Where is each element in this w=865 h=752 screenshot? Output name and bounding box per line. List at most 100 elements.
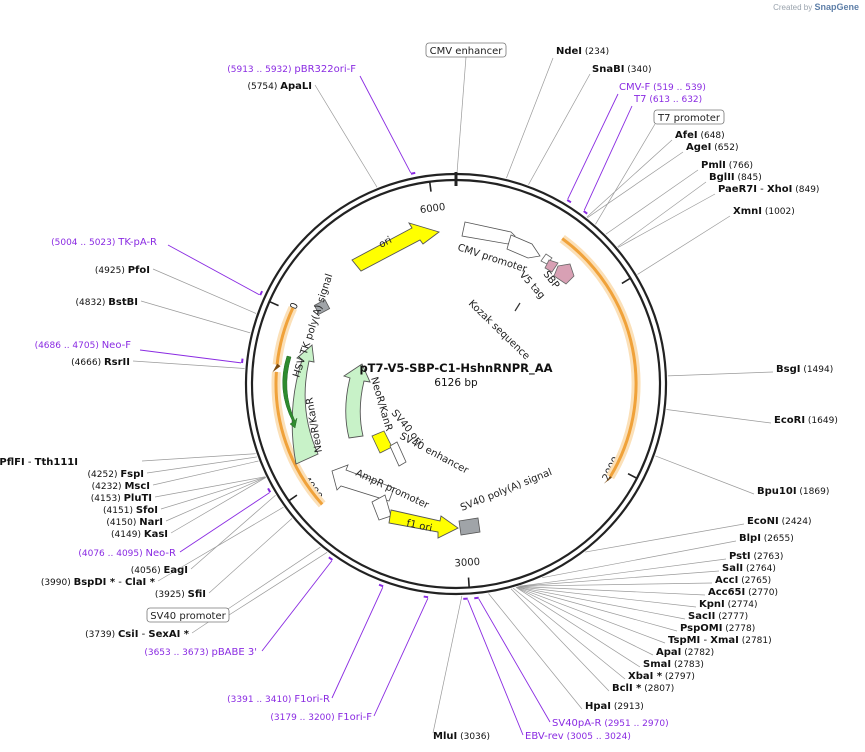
primer-mark[interactable] <box>423 595 429 599</box>
site-kasi[interactable]: (4149) KasI <box>111 529 168 540</box>
site-pfoi[interactable]: (4925) PfoI <box>95 265 150 276</box>
site-sacii[interactable]: SacII (2777) <box>688 611 748 622</box>
t7-promoter-box[interactable]: T7 promoter <box>653 109 725 125</box>
primer-sv40par[interactable]: SV40pA-R (2951 .. 2970) <box>552 718 669 729</box>
primer-range: (4076 .. 4095) <box>78 549 145 559</box>
site-snabi[interactable]: SnaBI (340) <box>592 64 651 75</box>
site-afei[interactable]: AfeI (648) <box>675 130 725 141</box>
site-csii[interactable]: (3739) CsiI - SexAI * <box>85 629 190 640</box>
site-econi[interactable]: EcoNI (2424) <box>747 516 812 527</box>
site-tspmi[interactable]: TspMI - XmaI (2781) <box>668 635 772 646</box>
site-name: BclI * <box>612 683 642 694</box>
ori-feature[interactable] <box>351 222 440 272</box>
neor-kanr-inner-feature[interactable] <box>342 363 371 439</box>
sv40-enhancer-feature[interactable] <box>389 441 407 467</box>
site-pluti[interactable]: (4153) PluTI <box>91 493 152 504</box>
site-sfii[interactable]: (3925) SfiI <box>155 589 206 600</box>
arc-neor[interactable] <box>274 371 324 506</box>
primer-range: (613 .. 632) <box>646 95 702 105</box>
site-position: (2770) <box>745 588 778 598</box>
site-position: (3739) <box>85 630 118 640</box>
primer-neof[interactable]: (4686 .. 4705) Neo-F <box>35 340 132 351</box>
site-blpi[interactable]: BlpI (2655) <box>739 533 794 544</box>
primer-pbabe3[interactable]: (3653 .. 3673) pBABE 3' <box>144 647 257 658</box>
primer-mark[interactable] <box>328 556 334 561</box>
site-bstbi[interactable]: (4832) BstBI <box>76 297 139 308</box>
ampr-promoter-feature[interactable] <box>331 464 395 502</box>
site-bglii[interactable]: BglII (845) <box>709 172 762 183</box>
site-ecori[interactable]: EcoRI (1649) <box>774 415 838 426</box>
site-pmli[interactable]: PmlI (766) <box>701 160 753 171</box>
sv40-ori-feature[interactable] <box>371 430 393 454</box>
site-xmni[interactable]: XmnI (1002) <box>733 206 795 217</box>
primer-tkpar[interactable]: (5004 .. 5023) TK-pA-R <box>51 237 157 248</box>
neor-kanr-orf[interactable] <box>282 355 298 429</box>
site-nari[interactable]: (4150) NarI <box>106 517 163 528</box>
site-psti[interactable]: PstI (2763) <box>729 551 783 562</box>
site-apai[interactable]: ApaI (2782) <box>656 647 714 658</box>
site-position: (3990) <box>41 578 74 588</box>
site-connector <box>617 181 707 248</box>
site-connector <box>165 477 266 522</box>
primer-name: CMV-F <box>619 82 650 93</box>
site-name: PfoI <box>128 265 150 276</box>
site-separator: - <box>757 184 767 195</box>
site-ndei[interactable]: NdeI (234) <box>556 46 609 57</box>
site-agei[interactable]: AgeI (652) <box>686 142 738 153</box>
v5-tag-feature[interactable] <box>540 253 559 273</box>
primer-mark[interactable] <box>259 290 264 296</box>
site-name-2: SexAI * <box>148 629 189 640</box>
site-fspi[interactable]: (4252) FspI <box>88 469 144 480</box>
primer-mark[interactable] <box>410 171 416 175</box>
site-pflfi[interactable]: (4268) PflFI - Tth111I <box>0 457 78 468</box>
primer-t7[interactable]: T7 (613 .. 632) <box>633 94 702 105</box>
cmv-enhancer-box[interactable]: CMV enhancer <box>425 42 507 58</box>
primer-neor[interactable]: (4076 .. 4095) Neo-R <box>78 548 176 559</box>
site-sali[interactable]: SalI (2764) <box>722 563 776 574</box>
site-bspdi[interactable]: (3990) BspDI * - ClaI * <box>41 577 156 588</box>
primer-mark[interactable] <box>267 487 272 493</box>
kozak-label: Kozak sequence <box>466 298 532 362</box>
site-bcli[interactable]: BclI * (2807) <box>612 683 674 694</box>
site-apali[interactable]: (5754) ApaLI <box>247 81 312 92</box>
sv40-enhancer-label: SV40 enhancer <box>398 431 471 477</box>
site-acci[interactable]: AccI (2765) <box>715 575 771 586</box>
site-kpni[interactable]: KpnI (2774) <box>699 599 758 610</box>
cmv-promoter-feature[interactable] <box>461 221 541 259</box>
primer-ebvrev[interactable]: EBV-rev (3005 .. 3024) <box>525 731 631 742</box>
sbp-feature[interactable] <box>553 263 575 285</box>
site-position: (2913) <box>611 702 644 712</box>
site-smai[interactable]: SmaI (2783) <box>643 659 704 670</box>
sv40-promoter-label: SV40 promoter <box>150 611 226 622</box>
sv40-polya-feature[interactable] <box>458 517 481 536</box>
site-mlui[interactable]: MluI (3036) <box>433 731 490 742</box>
site-rsrii[interactable]: (4666) RsrII <box>71 357 130 368</box>
site-acc65i[interactable]: Acc65I (2770) <box>708 587 778 598</box>
site-bsgi[interactable]: BsgI (1494) <box>776 364 833 375</box>
arc-hsv[interactable] <box>275 307 295 365</box>
site-pspomi[interactable]: PspOMI (2778) <box>680 623 755 634</box>
site-paer7i[interactable]: PaeR7I - XhoI (849) <box>718 184 819 195</box>
primer-cmvf[interactable]: CMV-F (519 .. 539) <box>619 82 706 93</box>
site-msci[interactable]: (4232) MscI <box>92 481 150 492</box>
site-bpu10i[interactable]: Bpu10I (1869) <box>757 486 829 497</box>
primer-pbr322orif[interactable]: (5913 .. 5932) pBR322ori-F <box>227 64 356 75</box>
site-xbai[interactable]: XbaI * (2797) <box>628 671 695 682</box>
site-hpai[interactable]: HpaI (2913) <box>585 701 644 712</box>
primer-mark[interactable] <box>566 199 572 204</box>
site-separator: - <box>138 629 148 640</box>
site-eagi[interactable]: (4056) EagI <box>131 565 188 576</box>
f1-ori-feature[interactable] <box>388 509 459 539</box>
site-sfoi[interactable]: (4151) SfoI <box>103 505 158 516</box>
arc-insert[interactable] <box>561 237 638 478</box>
primer-f1orif[interactable]: (3179 .. 3200) F1ori-F <box>270 712 372 723</box>
primer-name: EBV-rev <box>525 731 564 742</box>
site-position: (2655) <box>761 534 794 544</box>
site-name: SfiI <box>188 589 206 600</box>
primer-f1orir[interactable]: (3391 .. 3410) F1ori-R <box>227 694 330 705</box>
primer-mark[interactable] <box>583 210 588 215</box>
hsv-tk-polya-feature[interactable] <box>313 299 331 315</box>
primer-mark[interactable] <box>378 583 384 588</box>
sv40-promoter-box[interactable]: SV40 promoter <box>146 607 230 623</box>
primer-connector <box>478 598 551 723</box>
